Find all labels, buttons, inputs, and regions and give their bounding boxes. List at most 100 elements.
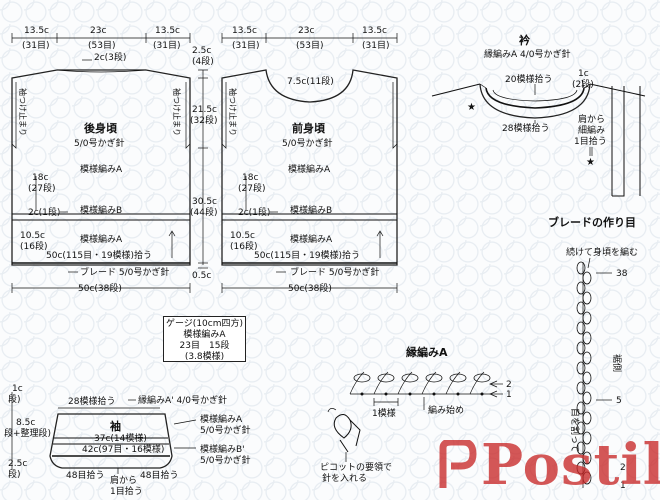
watermark-text: Postila.ru bbox=[481, 432, 660, 498]
braid-row-2: 2 bbox=[620, 463, 626, 473]
watermark-mark-icon bbox=[439, 440, 477, 488]
back-braid: ブレード 5/0号かぎ針 bbox=[80, 266, 169, 278]
sleeve-pattern-a: 模様編みA bbox=[200, 413, 243, 425]
sleeve-diagram: 1c 段) 8.5c 段+整理段) 2.5c 段) 28模様拾う 縁編みA' 4… bbox=[4, 384, 251, 497]
front-top-mid-dim: 23c bbox=[298, 26, 314, 36]
braid-loop bbox=[576, 361, 586, 375]
back-armhole-left-label: 袖つけ止まり bbox=[18, 88, 28, 136]
braid-start-diagram: ブレードの作り目 続けて身頃を編む 38 裾側 5 目を割って 2 1 bbox=[548, 215, 638, 491]
collar-note-shoulder: 肩から bbox=[578, 113, 605, 125]
front-neck-depth: 7.5c(11段) bbox=[287, 75, 334, 87]
back-pattern-a-upper: 模様編みA bbox=[80, 163, 123, 175]
edging-row-1: 1 bbox=[506, 390, 512, 400]
braid-loop bbox=[576, 401, 586, 415]
back-top-right-sts: (31目) bbox=[153, 40, 180, 51]
dim-body-length-rows: (44段) bbox=[190, 206, 217, 218]
back-width-dim: 50c(38段) bbox=[78, 282, 122, 294]
back-body-diagram: 13.5c (31目) 23c (53目) 13.5c (31目) 2c(3段)… bbox=[11, 26, 191, 294]
collar-star-left: ★ bbox=[467, 102, 476, 113]
sleeve-top-rows: 段) bbox=[8, 393, 21, 405]
collar-diagram: 衿 縁編みA 4/0号かぎ針 20模様拾う 28模様拾う ★ 1c (2段) 肩… bbox=[431, 33, 646, 197]
braid-hem-side-label: 裾側 bbox=[611, 354, 623, 372]
edging-picot-note-2: 針を入れる bbox=[322, 472, 367, 484]
sleeve-pattern-b: 模様編みB' bbox=[200, 443, 245, 455]
braid-loop bbox=[576, 441, 586, 455]
sleeve-mid-dim: 8.5c bbox=[16, 418, 35, 428]
sleeve-bottom-dim: 2.5c bbox=[8, 459, 27, 469]
edging-picot-oval bbox=[353, 373, 371, 383]
braid-loop bbox=[576, 321, 586, 335]
braid-row-1: 1 bbox=[620, 481, 626, 491]
collar-pickup-bottom: 28模様拾う bbox=[502, 122, 549, 134]
braid-loop bbox=[576, 421, 586, 435]
back-hem-pickup: 50c(115目・19模様)拾う bbox=[46, 249, 152, 261]
braid-chain-loops bbox=[576, 261, 592, 485]
dim-shoulder-drop: 2.5c bbox=[192, 46, 211, 56]
front-top-right-sts: (31目) bbox=[362, 40, 389, 51]
front-side-upper-rows: (27段) bbox=[238, 182, 265, 194]
edging-start-label: 編み始め bbox=[428, 404, 464, 416]
collar-title: 衿 bbox=[519, 33, 530, 47]
braid-row-5: 5 bbox=[616, 396, 622, 406]
edging-row-2: 2 bbox=[506, 380, 512, 390]
back-pattern-b: 模様編みB bbox=[80, 204, 122, 216]
back-top-left-dim: 13.5c bbox=[24, 26, 49, 36]
sleeve-width-lower: 42c(97目・16模様) bbox=[82, 443, 164, 455]
sleeve-shoulder-note1: 肩から bbox=[110, 474, 137, 486]
back-hook: 5/0号かぎ針 bbox=[74, 137, 125, 149]
braid-loop bbox=[582, 311, 592, 325]
braid-loop bbox=[582, 431, 592, 445]
dim-shoulder-drop-rows: (4段) bbox=[192, 55, 214, 67]
braid-loop bbox=[582, 371, 592, 385]
sleeve-shoulder-note2: 1目拾う bbox=[110, 485, 143, 497]
dim-body-length: 30.5c bbox=[192, 197, 217, 207]
braid-loop bbox=[576, 261, 586, 275]
front-pattern-a-lower: 模様編みA bbox=[290, 233, 333, 245]
back-top-mid-sts: (53目) bbox=[88, 40, 115, 51]
braid-loop bbox=[576, 381, 586, 395]
sleeve-pickup-top: 28模様拾う bbox=[68, 395, 115, 407]
edging-picot-oval bbox=[401, 373, 419, 383]
front-top-left-sts: (31目) bbox=[232, 40, 259, 51]
front-side-lower-dim: 10.5c bbox=[230, 231, 255, 241]
edging-picot-oval bbox=[449, 373, 467, 383]
braid-continue-label: 続けて身頃を編む bbox=[566, 246, 638, 258]
collar-star-right: ★ bbox=[586, 157, 595, 168]
dim-braid-height: 0.5c bbox=[192, 271, 211, 281]
gauge-line-3: 23目 15段 bbox=[179, 341, 230, 351]
front-title: 前身頃 bbox=[292, 121, 326, 135]
gauge-line-2: 模様編みA bbox=[183, 330, 226, 340]
front-side-lower-rows: (16段) bbox=[230, 240, 257, 252]
braid-loop bbox=[582, 471, 592, 485]
edging-a-diagram: 縁編みA 2 1 1模様 編み始め ピコットの要領で 針を入れる bbox=[320, 345, 512, 484]
collar-depth: 1c bbox=[578, 69, 589, 79]
front-pattern-b: 模様編みB bbox=[290, 204, 332, 216]
back-top-mid-dim: 23c bbox=[90, 26, 106, 36]
edging-picot-oval bbox=[473, 373, 491, 383]
front-pattern-a-upper: 模様編みA bbox=[288, 163, 331, 175]
front-top-right-dim: 13.5c bbox=[362, 26, 387, 36]
back-top-right-dim: 13.5c bbox=[155, 26, 180, 36]
sleeve-edging-label: 縁編みA' 4/0号かぎ針 bbox=[138, 394, 227, 406]
back-side-upper-rows: (27段) bbox=[28, 182, 55, 194]
collar-note-sc: 細編み bbox=[578, 124, 605, 136]
sleeve-width-upper: 37c(14模様) bbox=[94, 432, 147, 444]
braid-split-label: 目を割って bbox=[569, 408, 581, 453]
front-top-left-dim: 13.5c bbox=[232, 26, 257, 36]
sleeve-pick-left: 48目拾う bbox=[66, 469, 104, 481]
collar-note-pick: 1目拾う bbox=[574, 135, 607, 147]
front-hem-pickup: 50c(115目・19模様)拾う bbox=[254, 249, 360, 261]
braid-loop bbox=[576, 301, 586, 315]
front-braid: ブレード 5/0号かぎ針 bbox=[290, 266, 379, 278]
back-top-left-sts: (31目) bbox=[22, 40, 49, 51]
front-body-outline bbox=[221, 69, 398, 266]
edging-picot-oval bbox=[377, 373, 395, 383]
watermark-logo: Postila.ru bbox=[433, 432, 660, 498]
sleeve-hook-1: 5/0号かぎ針 bbox=[200, 424, 251, 436]
braid-loop bbox=[582, 331, 592, 345]
sleeve-bottom-rows: 段) bbox=[8, 468, 21, 480]
front-side-upper-dim: 18c bbox=[242, 173, 258, 183]
braid-loop bbox=[582, 271, 592, 285]
